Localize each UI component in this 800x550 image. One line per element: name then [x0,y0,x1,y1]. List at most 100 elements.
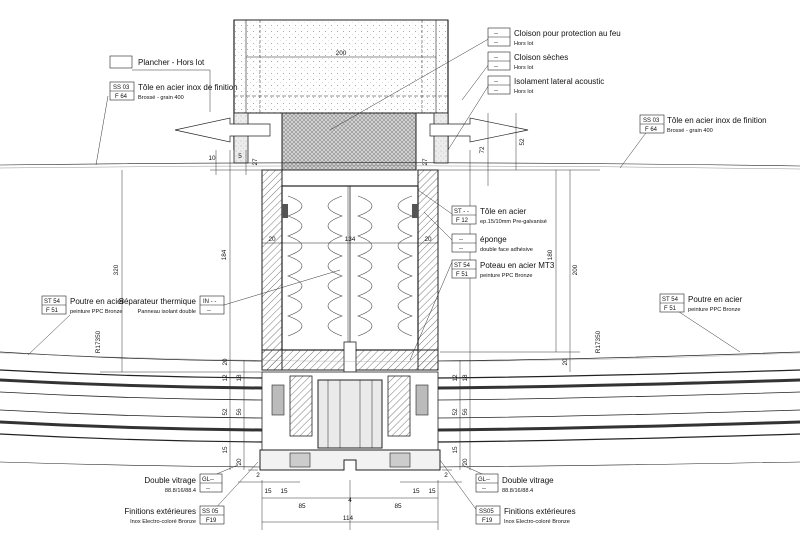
label-vitrage-right: GL-- -- Double vitrage 88.8/16/88.4 [475,473,554,494]
code-2: -- [494,40,498,46]
dim-20-right: 20 [424,236,432,243]
dim-20-far-right: 20 [462,458,469,466]
label-title: Poutre en acier [70,297,125,306]
dim-114: 114 [343,515,354,522]
label-title: Finitions extérieures [504,507,576,516]
dim-52: 52 [519,138,526,146]
label-sub: Inox Electro-coloré Bronze [504,519,570,525]
dim-15-left: 15 [222,446,229,454]
dim-20-left: 20 [268,236,276,243]
code-1: ST 54 [454,263,471,269]
code-1: ST - - [454,209,469,215]
label-sub: peinture PPC Bronze [688,307,741,313]
tag-box [109,55,133,69]
dim-12-left: 12 [222,374,229,382]
dim-15-d: 15 [428,488,436,495]
label-poutre-right: ST 54 F 51 Poutre en acier peinture PPC … [659,293,743,313]
code-2: F 12 [456,218,469,224]
label-title: éponge [480,235,507,244]
dim-85-left: 85 [298,503,306,510]
code-1: ST 54 [44,299,61,305]
label-title: Tôle en acier inox de finition [667,116,767,125]
dim-5: 5 [238,153,242,160]
dimension-lines [100,113,600,530]
dim-52-left: 52 [222,408,229,416]
dim-4: 4 [348,497,352,504]
dim-15-a: 15 [264,488,272,495]
code-2: F19 [482,518,493,524]
code-1: SS 03 [643,118,660,124]
label-sub: Panneau isolant double [138,309,196,315]
label-title: Isolament lateral acoustic [514,77,604,86]
label-title: Plancher - Hors lot [138,58,205,67]
label-sub: Brossé - grain 400 [138,95,184,101]
beam-glazing-bands [0,351,800,468]
dim-27-left: 27 [252,158,259,166]
label-separateur: IN - - -- Séparateur thermique Panneau i… [119,295,225,315]
code-2: F 64 [645,127,658,133]
label-tole-inox-right: SS 03 F 64 Tôle en acier inox de finitio… [639,114,767,134]
floor-structure [0,19,800,171]
label-title: Tôle en acier inox de finition [138,83,238,92]
label-title: Cloison pour protection au feu [514,29,621,38]
label-sub: 88.8/16/88.4 [502,488,533,494]
label-title: Tôle en acier [480,207,527,216]
dim-134: 134 [345,236,356,243]
label-cloison-feu: -- -- Cloison pour protection au feu Hor… [487,27,621,47]
code-1: -- [494,31,498,37]
code-2: F 51 [46,308,59,314]
dim-320: 320 [113,264,120,275]
label-finitions-left: SS 05 F19 Finitions extérieures Inox Ele… [124,505,225,525]
dim-2-right: 2 [444,472,448,479]
label-plancher: Plancher - Hors lot [109,55,205,69]
label-title: Cloison sèches [514,53,568,62]
code-1: GL-- [478,477,490,483]
dim-15-c: 15 [412,488,420,495]
dim-20-bottom-right: 20 [562,358,569,366]
dim-200-top: 200 [336,50,347,57]
code-1: ST 54 [662,297,679,303]
code-1: -- [459,237,463,243]
label-poutre-left: ST 54 F 51 Poutre en acier peinture PPC … [41,295,125,315]
label-sub: Hors lot [514,89,534,95]
code-2: F 51 [456,272,469,278]
dim-52-right: 52 [452,408,459,416]
code-2: -- [459,246,463,252]
label-sub: ep.15/10mm Pre-galvanisé [480,219,547,225]
label-sub: peinture PPC Bronze [480,273,533,279]
label-sub: Hors lot [514,65,534,71]
dim-180: 180 [547,249,554,260]
code-2: -- [494,88,498,94]
label-title: Finitions extérieures [124,507,196,516]
label-sub: Inox Electro-coloré Bronze [130,519,196,525]
dim-85-right: 85 [394,503,402,510]
dim-15-b: 15 [280,488,288,495]
code-2: -- [482,486,486,492]
label-isolement: -- -- Isolament lateral acoustic Hors lo… [487,75,604,95]
label-tole-inox-left: SS 03 F 64 Tôle en acier inox de finitio… [109,81,238,101]
code-1: SS 05 [202,509,219,515]
dim-56-right: 56 [462,408,469,416]
code-1: GL-- [202,477,214,483]
label-sub: Brossé - grain 400 [667,128,713,134]
dim-2-left: 2 [256,472,260,479]
dim-184: 184 [221,249,228,260]
dimension-texts: 200 10 5 27 27 72 52 184 320 180 200 20 … [95,50,602,522]
code-1: SS 03 [113,85,130,91]
code-2: F 64 [115,94,128,100]
label-title: Poutre en acier [688,295,743,304]
radius-right: R17350 [595,330,602,353]
label-poteau: ST 54 F 51 Poteau en acier MT3 peinture … [451,259,555,279]
dim-18-left: 18 [236,374,243,382]
label-eponge: -- -- éponge double face adhésive [451,233,533,253]
dim-10: 10 [208,155,216,162]
label-sub: Hors lot [514,41,534,47]
dim-18-right: 18 [462,374,469,382]
code-2: F19 [206,518,217,524]
label-vitrage-left: GL-- -- Double vitrage 88.8/16/88.4 [144,473,223,494]
dim-27-right: 27 [422,158,429,166]
label-sub: 88.8/16/88.4 [165,488,196,494]
code-1: -- [494,79,498,85]
code-2: -- [206,486,210,492]
